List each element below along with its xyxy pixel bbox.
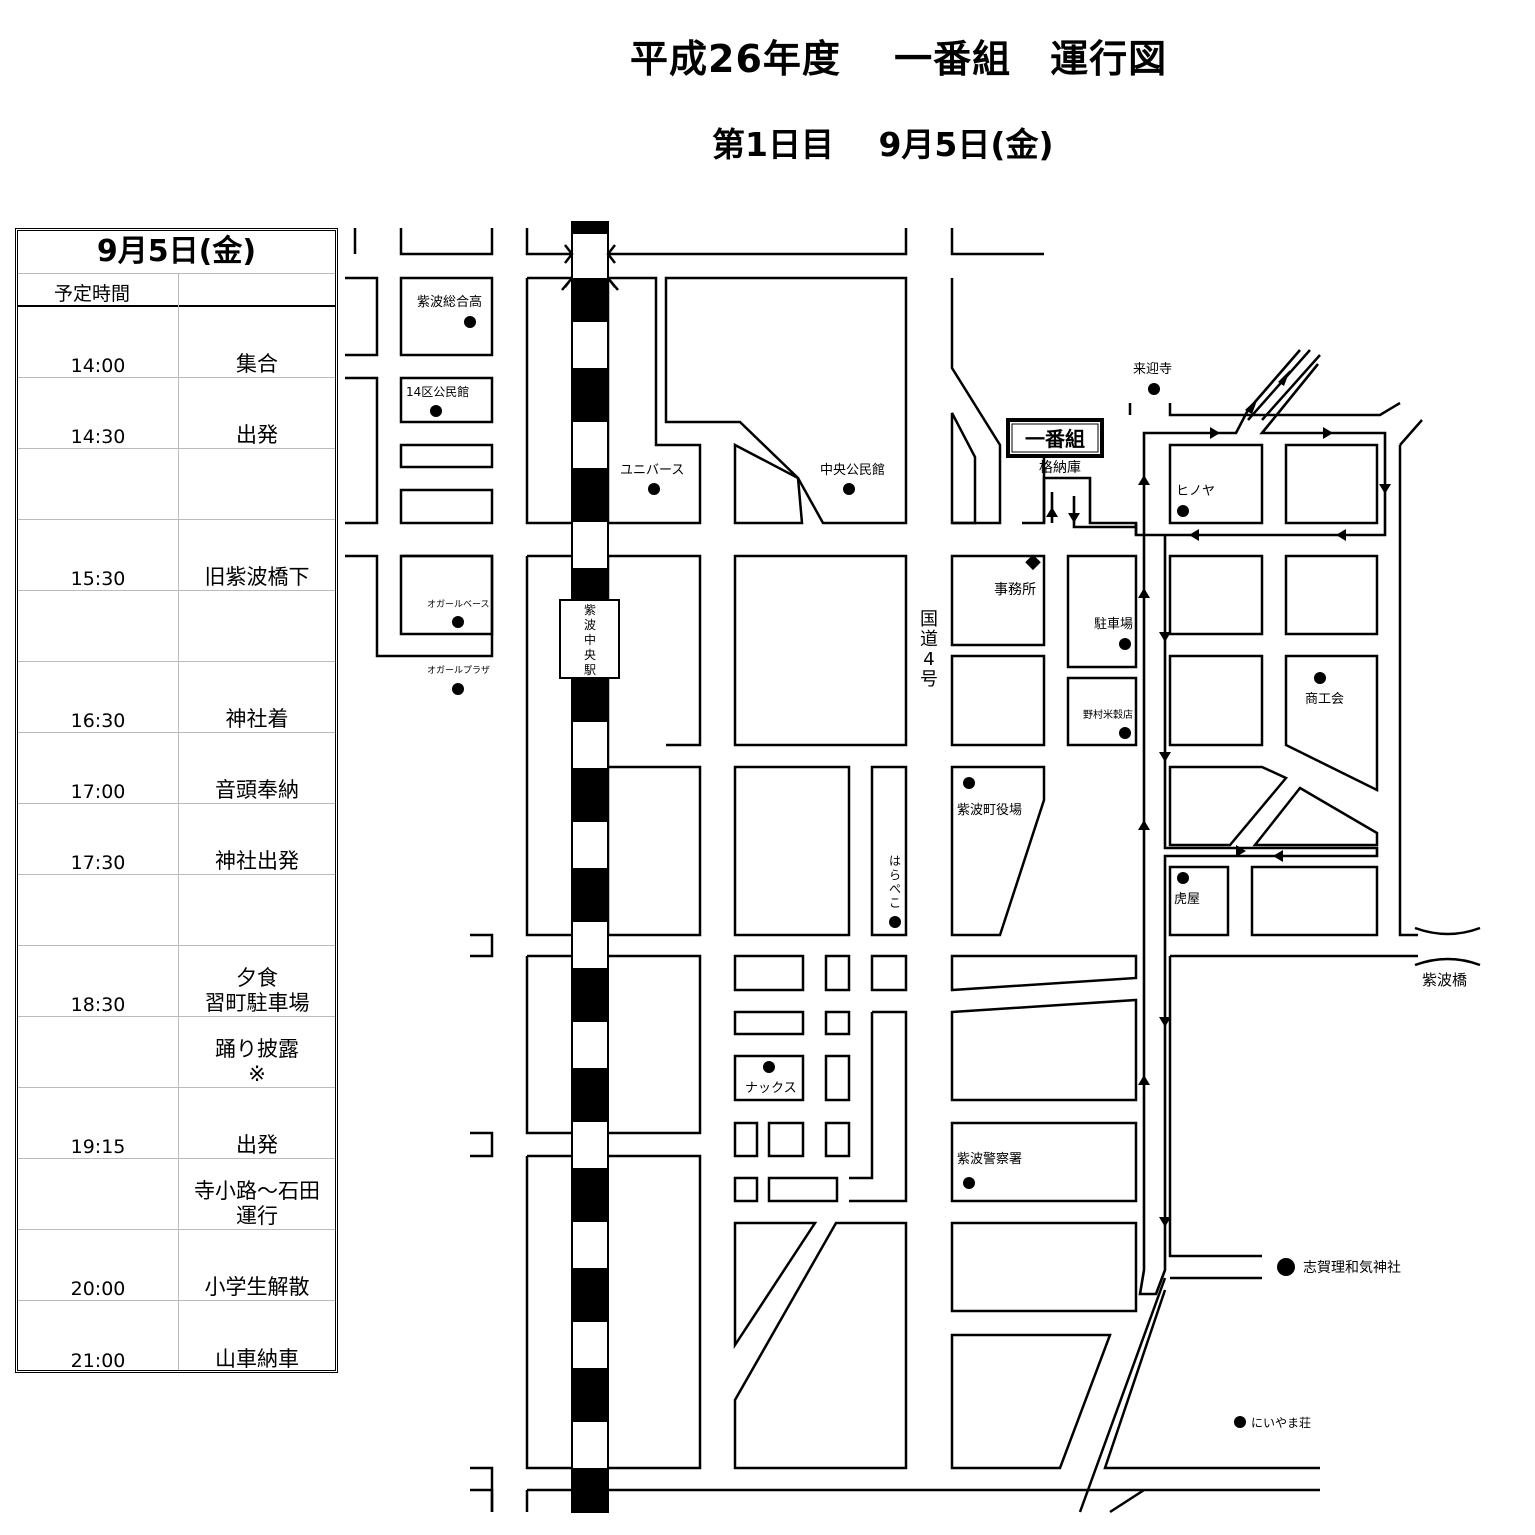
label-ogal-plaza: オガールプラザ bbox=[427, 665, 490, 676]
railway-stripe bbox=[572, 1168, 608, 1222]
schedule-row: 20:00 小学生解散 bbox=[18, 1230, 335, 1301]
schedule-row bbox=[18, 591, 335, 662]
divider bbox=[178, 273, 179, 1370]
schedule-event: 神社出発 bbox=[215, 849, 299, 873]
landmark-dots bbox=[430, 316, 1326, 1428]
schedule-time: 20:00 bbox=[70, 1278, 126, 1300]
schedule-event: 出発 bbox=[236, 423, 278, 447]
schedule-column-header: 予定時間 bbox=[54, 283, 131, 305]
landmark-labels: 紫波総合高 14区公民館 ユニバース 中央公民館 来迎寺 ヒノヤ オガールベース… bbox=[406, 294, 1401, 1430]
schedule-time: 17:00 bbox=[70, 781, 126, 803]
festival-route bbox=[1042, 349, 1387, 1296]
railway-bed bbox=[571, 221, 609, 1513]
schedule-row bbox=[18, 875, 335, 946]
schedule-time: 14:30 bbox=[70, 426, 126, 448]
label-toraya: 虎屋 bbox=[1174, 892, 1200, 907]
railway-stripe bbox=[572, 968, 608, 1022]
schedule-table: 9月5日(金) 予定時間 14:00 集合 14:30 出発 15:30 旧紫波橋下 16:… bbox=[15, 228, 338, 1373]
storage-box-label: 一番組 bbox=[1025, 427, 1085, 451]
map-subtitle: 第1日目 9月5日(金) bbox=[712, 125, 1054, 164]
schedule-row: 19:15 出発 bbox=[18, 1088, 335, 1159]
label-parking: 駐車場 bbox=[1094, 617, 1133, 632]
label-nax: ナックス bbox=[745, 1081, 797, 1096]
schedule-row bbox=[18, 449, 335, 520]
schedule-time: 19:15 bbox=[70, 1136, 126, 1158]
label-ogal-base: オガールベース bbox=[427, 599, 490, 610]
railway-stripe bbox=[572, 1368, 608, 1422]
map-blocks bbox=[345, 228, 1481, 1514]
railway bbox=[571, 221, 609, 1513]
railway-stripe bbox=[572, 222, 608, 234]
label-shrine: 志賀理和気神社 bbox=[1303, 1260, 1401, 1276]
label-hinoya: ヒノヤ bbox=[1176, 484, 1215, 499]
schedule-event: 寺小路～石田 運行 bbox=[194, 1179, 320, 1228]
storage-box-inner bbox=[1011, 423, 1099, 453]
schedule-row: 15:30 旧紫波橋下 bbox=[18, 520, 335, 591]
railway-stripe bbox=[572, 1468, 608, 1512]
schedule-time: 14:00 bbox=[70, 355, 126, 377]
label-yakuba: 紫波町役場 bbox=[957, 803, 1022, 818]
station-box bbox=[559, 599, 620, 679]
divider bbox=[18, 273, 335, 274]
schedule-event: 神社着 bbox=[225, 707, 289, 731]
station-label: 紫波中央駅 bbox=[584, 603, 596, 677]
railway-stripe bbox=[572, 468, 608, 522]
schedule-time: 16:30 bbox=[70, 710, 126, 732]
schedule-event: 出発 bbox=[236, 1133, 278, 1157]
railway-stripe bbox=[572, 568, 608, 600]
railway-stripe bbox=[572, 278, 608, 322]
schedule-event: 集合 bbox=[236, 352, 278, 376]
schedule-event: 踊り披露 ※ bbox=[215, 1037, 299, 1086]
label-police: 紫波警察署 bbox=[957, 1151, 1022, 1167]
schedule-row: 21:00 山車納車 bbox=[18, 1301, 335, 1372]
schedule-time: 17:30 bbox=[70, 852, 126, 874]
schedule-row: 17:00 音頭奉納 bbox=[18, 733, 335, 804]
railway-stripe bbox=[572, 678, 608, 722]
schedule-row: 14:00 集合 bbox=[18, 307, 335, 378]
bridge-label: 紫波橋 bbox=[1422, 971, 1467, 989]
schedule-row: 16:30 神社着 bbox=[18, 662, 335, 733]
storage-box bbox=[1006, 418, 1104, 458]
label-shokokai: 商工会 bbox=[1305, 692, 1344, 707]
storage-label: 格納庫 bbox=[1039, 459, 1081, 476]
label-kominkan14: 14区公民館 bbox=[406, 384, 469, 399]
schedule-row: 14:30 出発 bbox=[18, 378, 335, 449]
railway-stripe bbox=[572, 1068, 608, 1122]
schedule-row: 18:30 夕食 習町駐車場 bbox=[18, 946, 335, 1017]
schedule-time: 18:30 bbox=[70, 994, 126, 1016]
schedule-event: 山車納車 bbox=[215, 1347, 299, 1371]
railway-stripe bbox=[572, 868, 608, 922]
schedule-date: 9月5日(金) bbox=[96, 234, 257, 269]
label-nomura: 野村米穀店 bbox=[1083, 708, 1133, 721]
label-niiyama: にいやま荘 bbox=[1251, 1416, 1311, 1430]
schedule-event: 夕食 習町駐車場 bbox=[204, 966, 310, 1015]
schedule-row: 寺小路～石田 運行 bbox=[18, 1159, 335, 1230]
route-arrows bbox=[1046, 370, 1391, 1227]
office-icon bbox=[1025, 554, 1041, 571]
rail-bridge-marks bbox=[561, 244, 619, 291]
schedule-row: 17:30 神社出発 bbox=[18, 804, 335, 875]
label-raigoji: 来迎寺 bbox=[1133, 362, 1172, 377]
schedule-time: 15:30 bbox=[70, 568, 126, 590]
schedule-event: 小学生解散 bbox=[204, 1275, 310, 1299]
label-sogo: 紫波総合高 bbox=[417, 294, 482, 310]
label-universe: ユニバース bbox=[620, 463, 684, 478]
office-label: 事務所 bbox=[994, 582, 1036, 598]
label-harapeko: はらぺこ bbox=[889, 854, 901, 910]
schedule-time: 21:00 bbox=[70, 1350, 126, 1372]
railway-stripe bbox=[572, 368, 608, 422]
railway-stripe bbox=[572, 1268, 608, 1322]
divider bbox=[18, 305, 335, 307]
schedule-event: 音頭奉納 bbox=[215, 778, 299, 802]
map-title: 平成26年度 一番組 運行図 bbox=[630, 37, 1168, 81]
schedule-row: 踊り披露 ※ bbox=[18, 1017, 335, 1088]
label-chuo: 中央公民館 bbox=[820, 463, 885, 478]
railway-stripe bbox=[572, 768, 608, 822]
schedule-event: 旧紫波橋下 bbox=[204, 565, 310, 589]
